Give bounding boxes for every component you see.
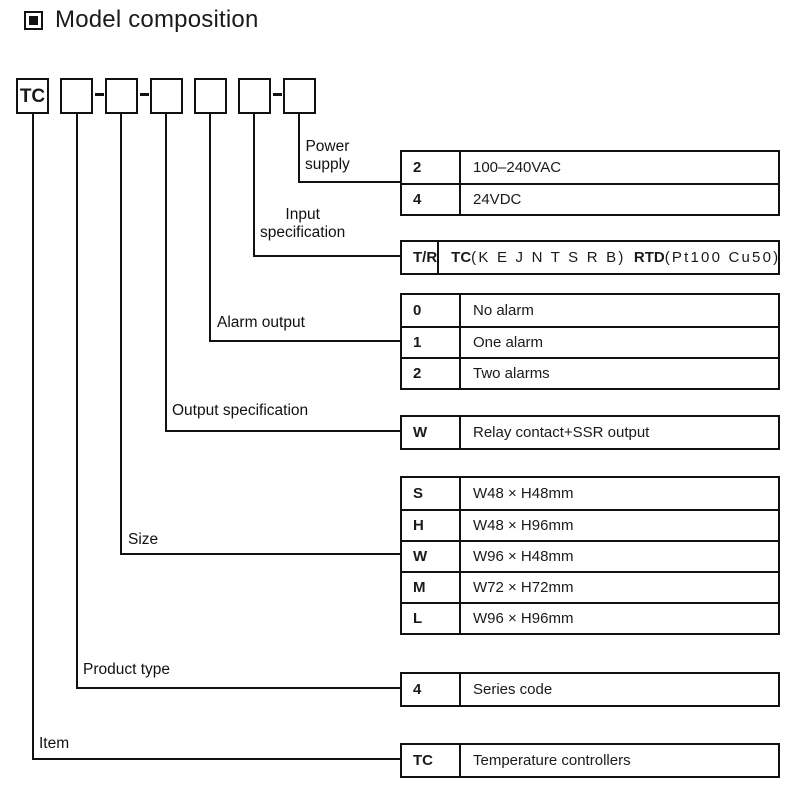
option-code: 0	[402, 295, 461, 326]
input-type-tc-label: TC	[451, 249, 472, 266]
option-description: W48 × H96mm	[473, 517, 574, 534]
option-description: W48 × H48mm	[473, 485, 574, 502]
leader-hline-size	[120, 553, 402, 555]
code-box-item: TC	[16, 78, 49, 114]
code-box-input-specification	[238, 78, 271, 114]
option-description: W96 × H96mm	[473, 610, 574, 627]
table-row: TC Temperature controllers	[402, 745, 778, 776]
table-row: S W48 × H48mm	[402, 478, 778, 509]
option-description: 100–240VAC	[473, 159, 562, 176]
table-row: 2 Two alarms	[402, 357, 778, 388]
code-box-power-supply	[283, 78, 316, 114]
table-row: 2 100–240VAC	[402, 152, 778, 183]
code-box-output-specification	[150, 78, 183, 114]
option-description: W96 × H48mm	[473, 548, 574, 565]
option-description: Relay contact+SSR output	[473, 424, 650, 441]
category-label-input-specification: Input specification	[260, 206, 346, 241]
option-description: Series code	[473, 681, 553, 698]
option-description: Temperature controllers	[473, 752, 631, 769]
table-row: 4 24VDC	[402, 183, 778, 214]
option-code: H	[402, 511, 461, 540]
table-row: 4 Series code	[402, 674, 778, 705]
option-description: W72 × H72mm	[473, 579, 574, 596]
option-description: One alarm	[473, 334, 544, 351]
table-item: TC Temperature controllers	[400, 743, 780, 778]
code-box-size	[105, 78, 138, 114]
table-row: 0 No alarm	[402, 295, 778, 326]
page-header: Model composition	[24, 8, 259, 32]
page-title: Model composition	[55, 6, 259, 33]
leader-hline-product-type	[76, 687, 402, 689]
table-input-specification: T/R TC(K E J N T S R B) RTD(Pt100 Cu50)	[400, 240, 780, 275]
category-label-size: Size	[128, 531, 159, 548]
option-code: 2	[402, 152, 461, 183]
option-code: 4	[402, 674, 461, 705]
separator-dash-1	[95, 93, 104, 96]
leader-hline-output-specification	[165, 430, 402, 432]
option-code: M	[402, 573, 461, 602]
leader-hline-alarm-output	[209, 340, 402, 342]
leader-hline-item	[32, 758, 402, 760]
filled-square-bullet-icon	[24, 10, 43, 30]
option-code: T/R	[402, 242, 440, 273]
desc-gap	[626, 250, 634, 265]
code-box-alarm-output	[194, 78, 227, 114]
leader-vline-output-specification	[165, 114, 167, 432]
table-size: S W48 × H48mm H W48 × H96mm W W96 × H48m…	[400, 476, 780, 635]
input-type-rtd-codes: (Pt100 Cu50)	[664, 249, 781, 266]
category-label-output-specification: Output specification	[172, 402, 309, 419]
option-code: W	[402, 542, 461, 571]
table-row: W W96 × H48mm	[402, 540, 778, 571]
leader-vline-input-specification	[253, 114, 255, 257]
table-row: W Relay contact+SSR output	[402, 417, 778, 448]
leader-hline-power-supply	[298, 181, 402, 183]
code-box-product-type	[60, 78, 93, 114]
table-row: T/R TC(K E J N T S R B) RTD(Pt100 Cu50)	[402, 242, 778, 273]
table-row: H W48 × H96mm	[402, 509, 778, 540]
table-row: M W72 × H72mm	[402, 571, 778, 602]
category-label-product-type: Product type	[83, 661, 171, 678]
separator-dash-3	[273, 93, 282, 96]
table-product-type: 4 Series code	[400, 672, 780, 707]
leader-vline-item	[32, 114, 34, 760]
input-type-tc-codes: (K E J N T S R B)	[471, 249, 626, 266]
option-description: Two alarms	[473, 365, 550, 382]
category-label-power-supply: Power supply	[305, 138, 350, 173]
category-label-item: Item	[39, 735, 70, 752]
leader-vline-size	[120, 114, 122, 555]
option-code: W	[402, 417, 461, 448]
separator-dash-2	[140, 93, 149, 96]
option-description: No alarm	[473, 302, 534, 319]
leader-vline-alarm-output	[209, 114, 211, 342]
option-code: 1	[402, 328, 461, 357]
option-code: 4	[402, 185, 461, 214]
option-code: TC	[402, 745, 461, 776]
table-row: 1 One alarm	[402, 326, 778, 357]
table-power-supply: 2 100–240VAC 4 24VDC	[400, 150, 780, 216]
table-output-specification: W Relay contact+SSR output	[400, 415, 780, 450]
option-code: S	[402, 478, 461, 509]
option-code: 2	[402, 359, 461, 388]
leader-hline-input-specification	[253, 255, 402, 257]
table-alarm-output: 0 No alarm 1 One alarm 2 Two alarms	[400, 293, 780, 390]
category-label-alarm-output: Alarm output	[217, 314, 305, 331]
option-description: 24VDC	[473, 191, 522, 208]
option-description: TC(K E J N T S R B) RTD(Pt100 Cu50)	[439, 242, 780, 273]
table-row: L W96 × H96mm	[402, 602, 778, 633]
input-type-rtd-label: RTD	[633, 249, 665, 266]
leader-vline-power-supply	[298, 114, 300, 183]
option-code: L	[402, 604, 461, 633]
leader-vline-product-type	[76, 114, 78, 689]
